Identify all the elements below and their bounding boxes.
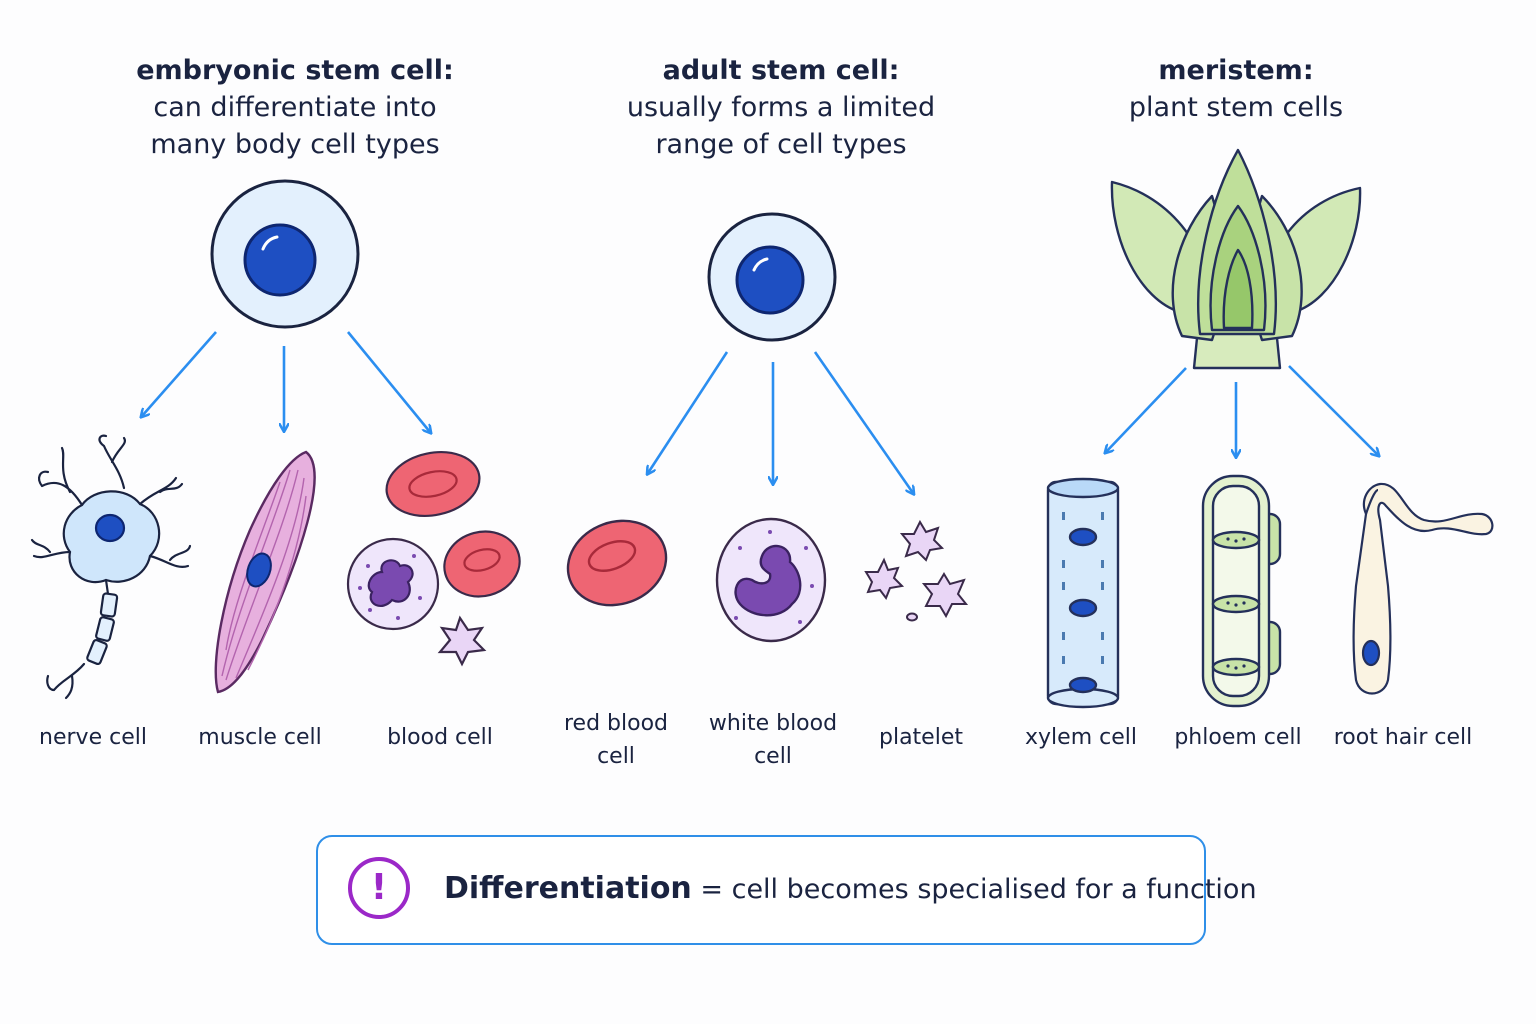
blood-cell-group [346, 451, 521, 667]
arrow-to-red-blood-cell [648, 351, 729, 473]
meristem-heading: meristem: plant stem cells [1086, 52, 1386, 126]
platelet-label: platelet [879, 725, 963, 750]
embryonic-line-1: can differentiate into [153, 92, 437, 123]
arrow-to-xylem-cell [1106, 367, 1187, 452]
red-blood-cell-1 [385, 451, 481, 517]
red-blood-cell [566, 519, 668, 607]
white-blood-line-1: white blood [708, 711, 838, 736]
nerve-cell-label: nerve cell [39, 725, 147, 750]
arrow-to-nerve-cell [142, 331, 217, 416]
muscle-cell-label: muscle cell [198, 725, 322, 750]
adult-title: adult stem cell: [662, 55, 900, 86]
meristem-plant [1110, 148, 1362, 370]
xylem-cell [1046, 477, 1120, 709]
embryonic-line-2: many body cell types [150, 129, 440, 160]
adult-stem-cell-heading: adult stem cell: usually forms a limited… [596, 52, 966, 163]
blood-cell-label: blood cell [387, 725, 493, 750]
embryonic-stem-cell [210, 179, 360, 329]
arrow-to-blood-cell [346, 331, 430, 432]
white-blood-cell-small [346, 537, 440, 631]
red-blood-cell-label: red blood cell [541, 707, 691, 773]
phloem-cell [1201, 474, 1282, 708]
platelet-small [437, 615, 487, 667]
white-blood-cell [715, 517, 827, 643]
definition-callout: ! Differentiation = cell becomes special… [316, 835, 1257, 945]
meristem-title: meristem: [1158, 55, 1314, 86]
white-blood-cell-label: white blood cell [693, 707, 853, 773]
arrows [142, 331, 1378, 493]
nerve-cell [30, 434, 192, 700]
adult-line-2: range of cell types [655, 129, 907, 160]
red-blood-cell-2 [443, 530, 521, 598]
red-blood-line-1: red blood [563, 711, 669, 736]
adult-line-1: usually forms a limited [626, 92, 936, 123]
meristem-line-1: plant stem cells [1128, 92, 1344, 123]
embryonic-stem-cell-heading: embryonic stem cell: can differentiate i… [110, 52, 480, 163]
embryonic-title: embryonic stem cell: [136, 55, 454, 86]
exclamation-icon: ! [348, 857, 410, 919]
red-blood-line-2: cell [597, 744, 635, 769]
arrow-to-root-hair-cell [1288, 365, 1378, 455]
adult-stem-cell [707, 212, 837, 342]
platelets [864, 519, 969, 622]
root-hair-cell [1352, 482, 1494, 695]
definition-text: Differentiation = cell becomes specialis… [444, 871, 1257, 906]
arrow-to-platelet [813, 351, 913, 493]
phloem-cell-label: phloem cell [1174, 725, 1302, 750]
definition-term: Differentiation [444, 871, 692, 906]
root-hair-cell-label: root hair cell [1333, 725, 1473, 750]
muscle-cell [214, 450, 316, 694]
xylem-cell-label: xylem cell [1025, 725, 1137, 750]
white-blood-line-2: cell [754, 744, 792, 769]
definition-body: = cell becomes specialised for a functio… [700, 874, 1257, 905]
